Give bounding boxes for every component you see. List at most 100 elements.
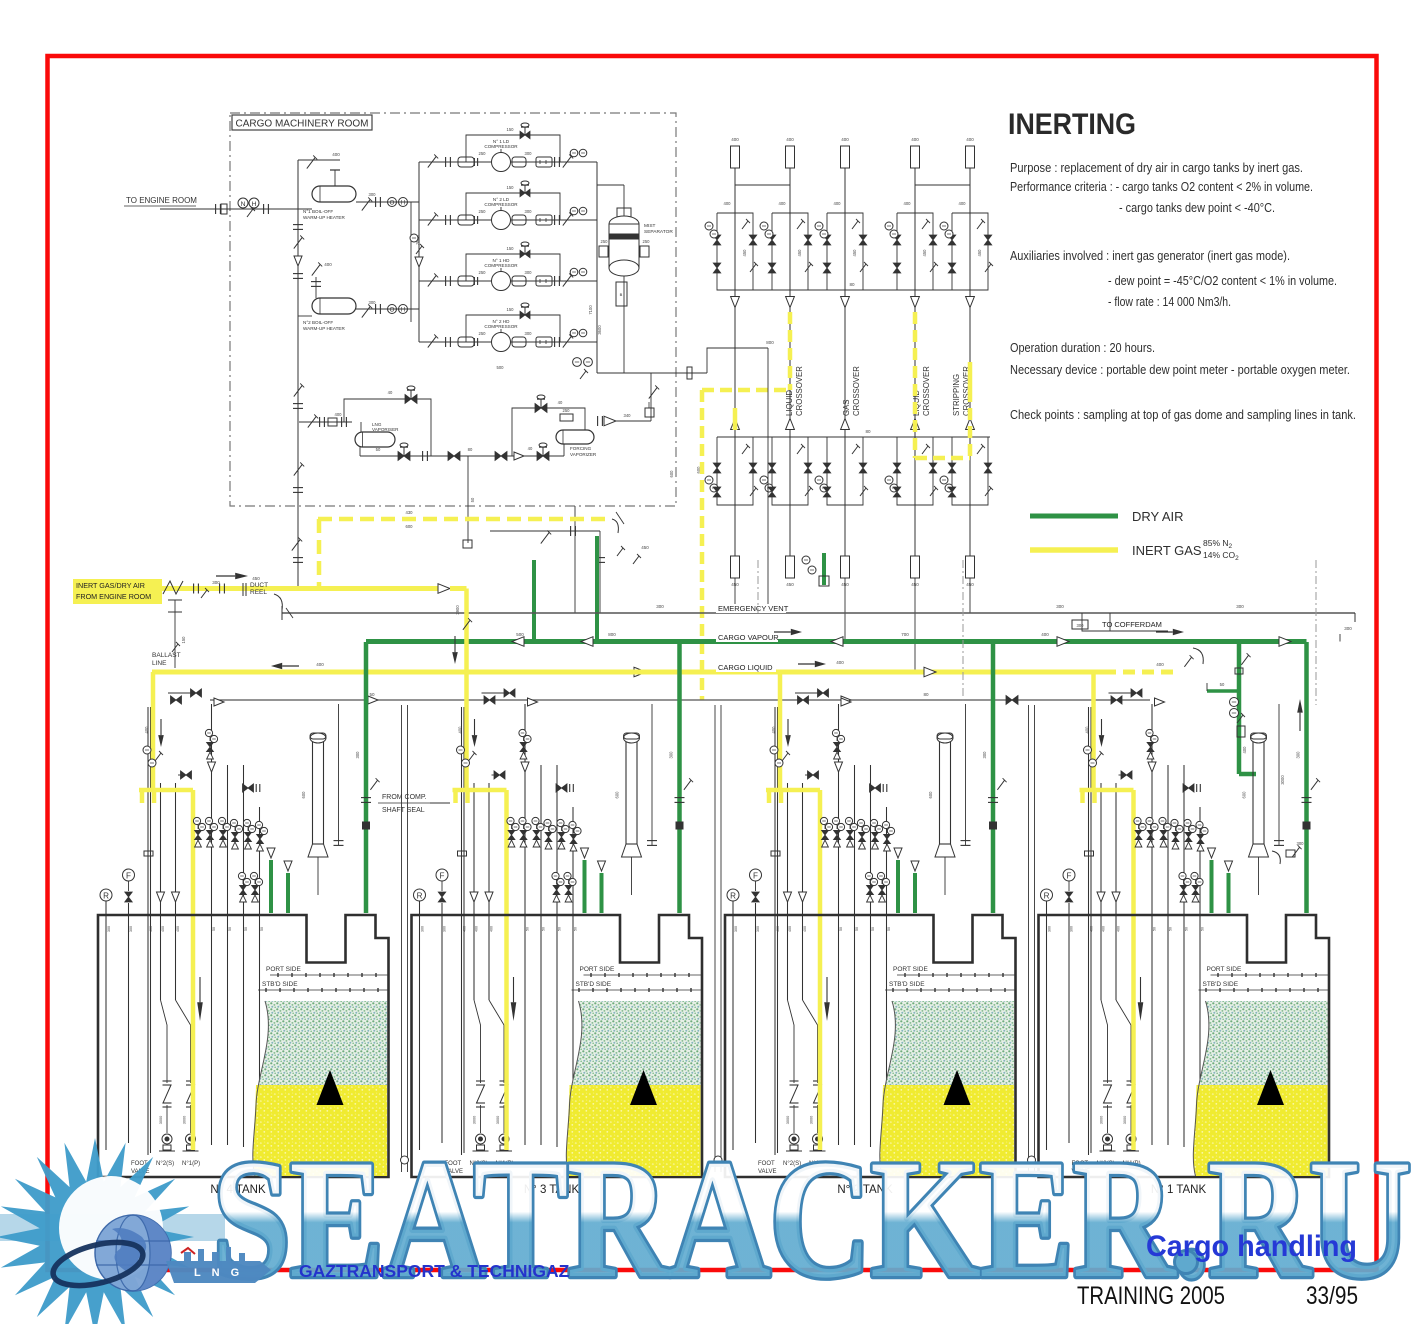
svg-text:300: 300 <box>982 751 987 759</box>
svg-text:CARGO VAPOUR: CARGO VAPOUR <box>718 633 779 642</box>
svg-text:50: 50 <box>558 927 562 931</box>
svg-text:300: 300 <box>443 926 447 932</box>
svg-text:N° 2 LD: N° 2 LD <box>493 197 510 202</box>
svg-text:300: 300 <box>669 751 674 759</box>
svg-text:400: 400 <box>724 201 732 206</box>
svg-text:500: 500 <box>516 632 524 637</box>
svg-text:N°2(S): N°2(S) <box>156 1161 174 1167</box>
svg-text:500: 500 <box>497 365 505 370</box>
svg-text:- flow rate : 14 000 Nm3/h.: - flow rate : 14 000 Nm3/h. <box>1108 294 1231 309</box>
svg-text:N°1(P): N°1(P) <box>809 1161 827 1167</box>
svg-text:400: 400 <box>1117 926 1121 932</box>
svg-text:300: 300 <box>756 926 760 932</box>
svg-text:N° 3 TANK: N° 3 TANK <box>524 1184 580 1196</box>
svg-text:3000: 3000 <box>183 1116 187 1124</box>
svg-text:Performance criteria : - cargo: Performance criteria : - cargo tanks O2 … <box>1010 179 1313 194</box>
svg-text:300: 300 <box>1048 926 1052 932</box>
svg-text:50: 50 <box>871 927 875 931</box>
svg-text:Check points : sampling at top: Check points : sampling at top of gas do… <box>1010 407 1356 422</box>
svg-text:CARGO MACHINERY ROOM: CARGO MACHINERY ROOM <box>236 119 369 130</box>
svg-text:VALVE: VALVE <box>758 1169 776 1175</box>
svg-text:150: 150 <box>181 636 186 644</box>
svg-text:DRY AIR: DRY AIR <box>1132 509 1184 524</box>
svg-text:300: 300 <box>369 192 377 197</box>
svg-text:TO COFFERDAM: TO COFFERDAM <box>1102 620 1162 629</box>
svg-text:COMPRESSOR: COMPRESSOR <box>484 144 518 149</box>
svg-text:450: 450 <box>797 249 802 257</box>
svg-text:250: 250 <box>479 331 487 336</box>
svg-text:50: 50 <box>260 927 264 931</box>
svg-text:50: 50 <box>1153 927 1157 931</box>
svg-text:450: 450 <box>922 249 927 257</box>
svg-text:TO ENGINE ROOM: TO ENGINE ROOM <box>126 196 197 205</box>
svg-text:400: 400 <box>1102 926 1106 932</box>
svg-text:GAS: GAS <box>842 400 851 416</box>
svg-text:Operation duration : 20 hours.: Operation duration : 20 hours. <box>1010 340 1155 355</box>
svg-text:400: 400 <box>458 726 463 734</box>
svg-text:GAZTRANSPORT & TECHNIGAZ: GAZTRANSPORT & TECHNIGAZ <box>299 1261 570 1281</box>
svg-text:N°2(S): N°2(S) <box>1097 1161 1115 1167</box>
svg-text:40: 40 <box>388 390 393 395</box>
svg-text:250: 250 <box>479 209 487 214</box>
svg-text:FORCING: FORCING <box>570 446 592 451</box>
svg-text:450: 450 <box>852 249 857 257</box>
svg-text:33/95: 33/95 <box>1306 1282 1358 1310</box>
svg-text:80: 80 <box>865 429 871 434</box>
svg-text:F: F <box>753 871 758 880</box>
svg-text:COMPRESSOR: COMPRESSOR <box>484 263 518 268</box>
svg-text:40: 40 <box>528 446 533 451</box>
svg-text:LNG: LNG <box>372 422 382 427</box>
svg-text:PORT SIDE: PORT SIDE <box>580 966 615 973</box>
svg-text:400: 400 <box>836 660 844 665</box>
svg-text:250: 250 <box>563 408 571 413</box>
svg-text:MIST: MIST <box>644 223 656 229</box>
svg-text:250: 250 <box>479 270 487 275</box>
svg-text:PORT SIDE: PORT SIDE <box>266 966 301 973</box>
svg-text:CROSSOVER: CROSSOVER <box>962 366 971 416</box>
svg-text:400: 400 <box>316 662 324 667</box>
svg-text:R: R <box>1044 891 1050 900</box>
svg-text:400: 400 <box>335 412 343 417</box>
svg-text:300: 300 <box>525 151 533 156</box>
svg-text:300: 300 <box>212 580 220 585</box>
svg-text:80: 80 <box>849 282 855 287</box>
svg-text:REEL: REEL <box>250 589 267 596</box>
svg-text:Necessary device : portable de: Necessary device : portable dew point me… <box>1010 362 1350 377</box>
svg-text:600: 600 <box>1242 791 1247 799</box>
svg-text:80: 80 <box>923 692 929 697</box>
svg-text:400: 400 <box>841 137 849 142</box>
svg-text:300: 300 <box>1296 751 1301 759</box>
svg-text:SEPARATOR: SEPARATOR <box>644 229 673 235</box>
svg-text:400: 400 <box>161 926 165 932</box>
svg-text:VAPORIZER: VAPORIZER <box>570 452 597 457</box>
svg-text:800: 800 <box>766 340 774 345</box>
svg-text:300: 300 <box>525 209 533 214</box>
svg-text:50: 50 <box>244 927 248 931</box>
svg-text:300: 300 <box>369 300 377 305</box>
svg-text:FOOT: FOOT <box>131 1161 148 1167</box>
svg-text:SHAFT SEAL: SHAFT SEAL <box>382 807 425 814</box>
svg-text:300: 300 <box>355 751 360 759</box>
svg-text:N° 1 LD: N° 1 LD <box>493 139 510 144</box>
svg-text:400: 400 <box>1041 632 1049 637</box>
svg-text:LINE: LINE <box>152 660 167 667</box>
svg-text:N° 1 HD: N° 1 HD <box>493 258 511 263</box>
svg-text:BALLAST: BALLAST <box>152 652 181 659</box>
svg-text:3000: 3000 <box>786 1116 790 1124</box>
svg-text:50: 50 <box>887 927 891 931</box>
svg-text:F: F <box>126 871 131 880</box>
svg-text:300: 300 <box>734 926 738 932</box>
svg-text:430: 430 <box>406 510 414 515</box>
svg-text:FOOT: FOOT <box>758 1161 775 1167</box>
svg-text:50: 50 <box>376 447 381 452</box>
svg-text:50: 50 <box>1220 682 1225 687</box>
svg-text:INERTING: INERTING <box>1008 108 1136 141</box>
svg-text:600: 600 <box>669 470 674 478</box>
svg-text:H: H <box>401 307 405 313</box>
svg-text:250: 250 <box>601 239 609 244</box>
svg-text:150: 150 <box>507 246 515 251</box>
svg-text:H: H <box>252 201 257 208</box>
svg-text:O: O <box>390 307 395 313</box>
svg-text:Auxiliaries involved : inert g: Auxiliaries involved : inert gas generat… <box>1010 248 1290 263</box>
svg-text:300: 300 <box>1077 623 1085 628</box>
